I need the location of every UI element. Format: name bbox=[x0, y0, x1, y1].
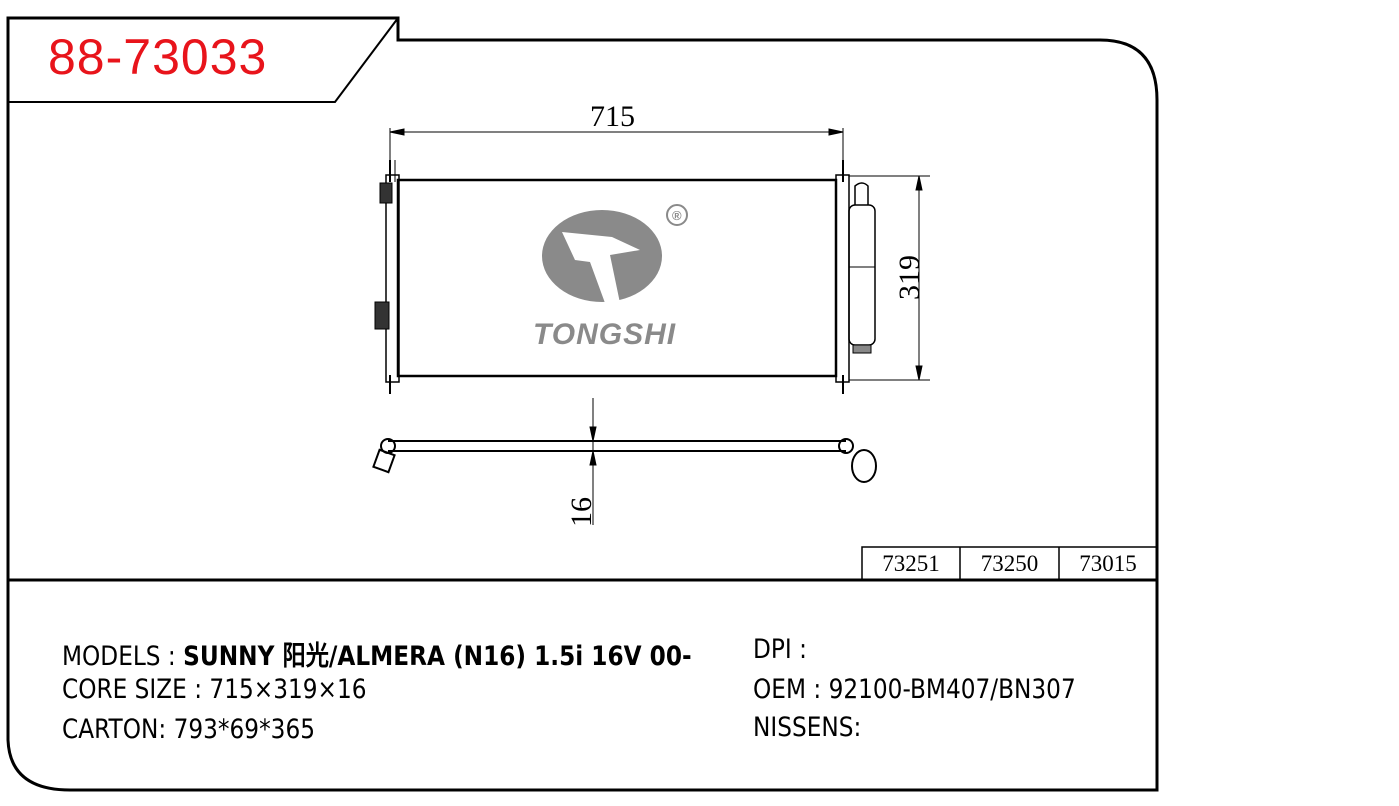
condenser-front-view bbox=[374, 128, 930, 394]
oem-value: 92100-BM407/BN307 bbox=[828, 674, 1076, 705]
carton-value: 793*69*365 bbox=[173, 714, 316, 745]
brand-name: TONGSHI bbox=[533, 318, 677, 351]
models-value: SUNNY 阳光/ALMERA (N16) 1.5i 16V 00- bbox=[183, 641, 692, 672]
oem-label: OEM : bbox=[753, 674, 822, 705]
models-label: MODELS : bbox=[62, 641, 176, 672]
dpi-label: DPI : bbox=[753, 634, 807, 665]
cross-ref: 73251 bbox=[882, 551, 940, 576]
core-size-row: CORE SIZE : 715×319×16 bbox=[62, 674, 367, 705]
dpi-row: DPI : bbox=[753, 634, 807, 665]
thickness-dimension: 16 bbox=[565, 497, 598, 527]
cross-ref: 73015 bbox=[1079, 551, 1137, 576]
core-size-value: 715×319×16 bbox=[209, 674, 367, 705]
tongshi-logo: ® bbox=[542, 204, 688, 303]
models-row: MODELS : SUNNY 阳光/ALMERA (N16) 1.5i 16V … bbox=[62, 634, 692, 673]
carton-row: CARTON: 793*69*365 bbox=[62, 714, 315, 745]
cross-ref: 73250 bbox=[980, 551, 1039, 576]
height-dimension: 319 bbox=[893, 255, 926, 300]
nissens-label: NISSENS: bbox=[753, 712, 862, 743]
condenser-top-view bbox=[372, 398, 877, 525]
nissens-row: NISSENS: bbox=[753, 712, 861, 743]
part-number-title: 88-73033 bbox=[48, 29, 268, 85]
core-size-label: CORE SIZE : bbox=[62, 674, 203, 705]
carton-label: CARTON: bbox=[62, 714, 167, 745]
registered-mark: ® bbox=[672, 208, 682, 223]
width-dimension: 715 bbox=[590, 100, 635, 133]
oem-row: OEM : 92100-BM407/BN307 bbox=[753, 674, 1076, 705]
